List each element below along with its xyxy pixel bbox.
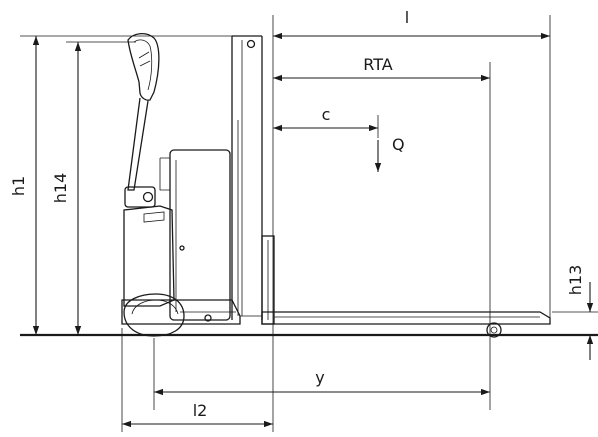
- label-c: c: [322, 105, 331, 124]
- dimension-h13: h13: [552, 265, 598, 360]
- label-h1: h1: [9, 176, 28, 196]
- dimension-h14: h14: [51, 41, 136, 335]
- mast: [231, 35, 263, 320]
- drive-wheel: [123, 293, 185, 337]
- label-q: Q: [392, 135, 405, 154]
- label-y: y: [315, 368, 324, 387]
- dimensions: l RTA c Q h1 h14: [9, 8, 598, 432]
- dimension-rta: RTA: [273, 55, 491, 410]
- label-h13: h13: [566, 265, 585, 296]
- label-rta: RTA: [363, 55, 392, 74]
- label-h14: h14: [51, 173, 70, 204]
- load-arrow-q: Q: [374, 135, 405, 172]
- chassis: [121, 205, 263, 325]
- tiller-handle: [124, 33, 160, 208]
- dimension-y: y: [153, 338, 490, 410]
- dimension-l: l: [273, 8, 551, 320]
- pallet-truck: [20, 33, 598, 338]
- dimension-h1: h1: [9, 35, 232, 335]
- dimension-c: c: [273, 105, 379, 138]
- dimension-l2: l2: [121, 328, 273, 432]
- label-l2: l2: [193, 401, 208, 420]
- label-l: l: [405, 8, 409, 27]
- battery-compartment: [159, 149, 231, 321]
- fork: [261, 235, 551, 338]
